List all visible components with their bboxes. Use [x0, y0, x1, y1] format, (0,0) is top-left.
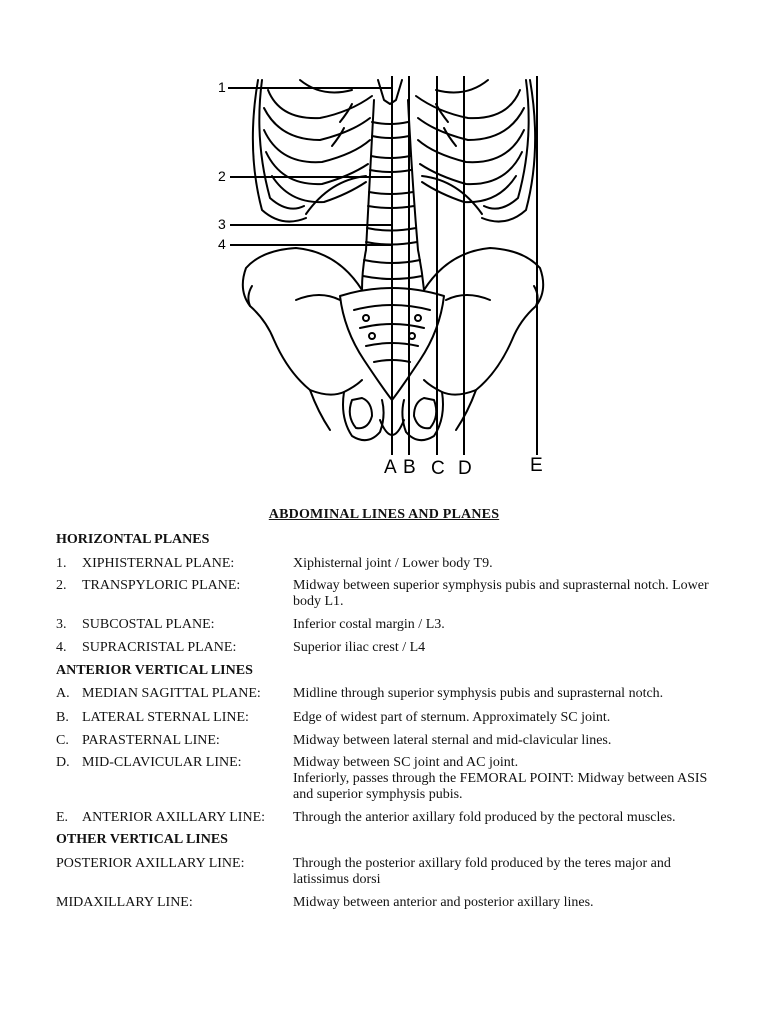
right-ribcage	[415, 79, 537, 223]
plane-label-2: 2	[218, 168, 226, 184]
item-number: 1.	[56, 556, 67, 571]
anatomy-figure: 1 2 3 4 A B C D E	[0, 0, 768, 490]
item-description: Through the anterior axillary fold produ…	[293, 810, 676, 825]
plane-label-3: 3	[218, 216, 226, 232]
line-label-b: B	[403, 457, 416, 478]
plane-label-4: 4	[218, 236, 226, 252]
item-term: PARASTERNAL LINE:	[82, 733, 220, 748]
item-letter: C.	[56, 733, 69, 748]
left-ilium	[241, 247, 385, 442]
item-term: POSTERIOR AXILLARY LINE:	[56, 856, 245, 871]
line-label-a: A	[384, 457, 397, 478]
item-description: Midway between superior symphysis pubis …	[293, 578, 709, 609]
item-term: XIPHISTERNAL PLANE:	[82, 556, 235, 571]
item-letter: B.	[56, 710, 69, 725]
item-description: Xiphisternal joint / Lower body T9.	[293, 556, 493, 571]
item-description-line: Midway between SC joint and AC joint.	[293, 755, 519, 770]
item-description: Through the posterior axillary fold prod…	[293, 856, 671, 887]
other-vertical-lines-heading: OTHER VERTICAL LINES	[56, 832, 228, 847]
item-description: Inferior costal margin / L3.	[293, 617, 445, 632]
item-term: ANTERIOR AXILLARY LINE:	[82, 810, 266, 825]
item-term: SUBCOSTAL PLANE:	[82, 617, 215, 632]
item-term: MEDIAN SAGITTAL PLANE:	[82, 686, 261, 701]
line-label-c: C	[431, 458, 445, 479]
item-letter: E.	[56, 810, 69, 825]
plane-label-1: 1	[218, 79, 226, 95]
vertebral-column	[361, 99, 425, 291]
xiphoid	[377, 79, 403, 105]
item-number: 4.	[56, 640, 67, 655]
item-description-line: Inferiorly, passes through the FEMORAL P…	[293, 771, 708, 802]
left-ribcage	[251, 79, 373, 223]
right-ilium	[401, 247, 545, 442]
item-number: 3.	[56, 617, 67, 632]
item-letter: D.	[56, 755, 70, 770]
item-number: 2.	[56, 578, 67, 593]
skeleton-diagram	[228, 76, 545, 455]
line-label-e: E	[530, 455, 543, 476]
item-term: SUPRACRISTAL PLANE:	[82, 640, 237, 655]
anterior-vertical-lines-heading: ANTERIOR VERTICAL LINES	[56, 663, 253, 678]
item-description: Midline through superior symphysis pubis…	[293, 686, 664, 701]
horizontal-planes-heading: HORIZONTAL PLANES	[56, 532, 210, 547]
item-description: Midway between SC joint and AC joint. In…	[293, 755, 713, 803]
line-label-d: D	[458, 458, 472, 479]
page-title: ABDOMINAL LINES AND PLANES	[268, 507, 500, 522]
item-term: LATERAL STERNAL LINE:	[82, 710, 249, 725]
item-description: Midway between anterior and posterior ax…	[293, 895, 594, 910]
item-description: Edge of widest part of sternum. Approxim…	[293, 710, 611, 725]
item-letter: A.	[56, 686, 70, 701]
horizontal-plane-lines	[228, 87, 392, 246]
item-description: Midway between lateral sternal and mid-c…	[293, 733, 612, 748]
item-term: MID-CLAVICULAR LINE:	[82, 755, 242, 770]
item-description: Superior iliac crest / L4	[293, 640, 426, 655]
vertical-lines	[391, 76, 538, 455]
item-term: TRANSPYLORIC PLANE:	[82, 578, 241, 593]
item-term: MIDAXILLARY LINE:	[56, 895, 193, 910]
